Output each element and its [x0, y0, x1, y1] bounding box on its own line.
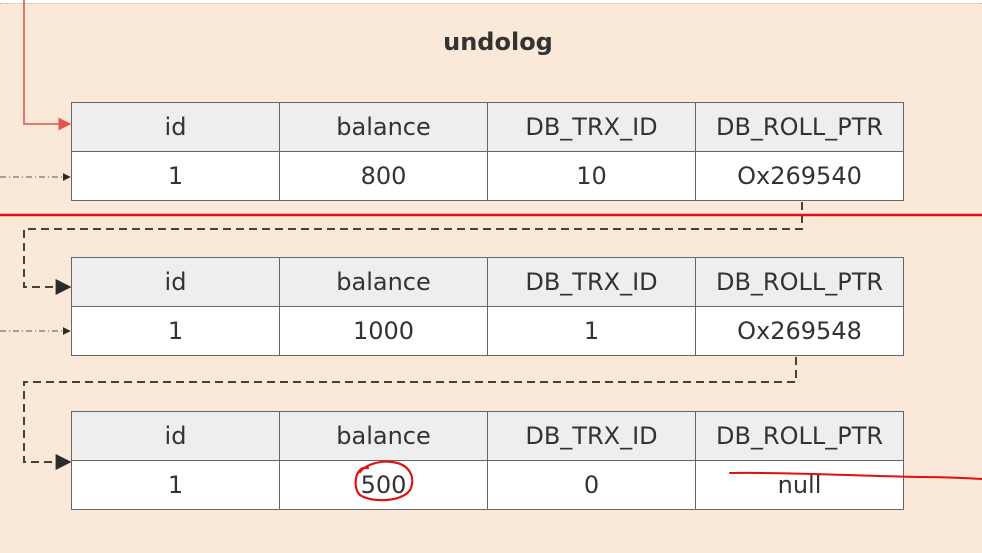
table-header-row: id balance DB_TRX_ID DB_ROLL_PTR — [71, 257, 904, 307]
table-header-row: id balance DB_TRX_ID DB_ROLL_PTR — [71, 102, 904, 152]
record-pointer-arrow — [23, 0, 72, 131]
cell-id: 1 — [71, 460, 280, 510]
table-row: 1 800 10 Ox269540 — [71, 151, 904, 201]
header-cell-trx-id: DB_TRX_ID — [487, 411, 696, 461]
annotation-circle — [354, 460, 414, 502]
cell-trx-id: 1 — [487, 306, 696, 356]
cell-balance: 1000 — [279, 306, 488, 356]
diagram-title: undolog — [443, 28, 553, 56]
undo-record-table-1: id balance DB_TRX_ID DB_ROLL_PTR 1 800 1… — [71, 102, 904, 201]
roll-ptr-connector-2 — [23, 357, 797, 470]
cell-trx-id: 0 — [487, 460, 696, 510]
cell-id: 1 — [71, 306, 280, 356]
header-cell-id: id — [71, 257, 280, 307]
header-cell-roll-ptr: DB_ROLL_PTR — [695, 102, 904, 152]
cell-trx-id: 10 — [487, 151, 696, 201]
header-cell-balance: balance — [279, 257, 488, 307]
header-cell-roll-ptr: DB_ROLL_PTR — [695, 411, 904, 461]
cell-roll-ptr: Ox269540 — [695, 151, 904, 201]
cell-balance: 500 — [279, 460, 488, 510]
undo-record-table-2: id balance DB_TRX_ID DB_ROLL_PTR 1 1000 … — [71, 257, 904, 356]
cell-balance: 800 — [279, 151, 488, 201]
header-cell-balance: balance — [279, 102, 488, 152]
header-cell-roll-ptr: DB_ROLL_PTR — [695, 257, 904, 307]
roll-ptr-connector-1 — [23, 202, 803, 295]
header-cell-trx-id: DB_TRX_ID — [487, 102, 696, 152]
undo-record-table-3: id balance DB_TRX_ID DB_ROLL_PTR 1 500 0… — [71, 411, 904, 510]
table-row: 1 1000 1 Ox269548 — [71, 306, 904, 356]
annotation-strike-line — [729, 471, 982, 480]
cell-roll-ptr: null — [695, 460, 904, 510]
cell-id: 1 — [71, 151, 280, 201]
header-cell-id: id — [71, 411, 280, 461]
header-cell-trx-id: DB_TRX_ID — [487, 257, 696, 307]
cell-roll-ptr: Ox269548 — [695, 306, 904, 356]
table-row: 1 500 0 null — [71, 460, 904, 510]
